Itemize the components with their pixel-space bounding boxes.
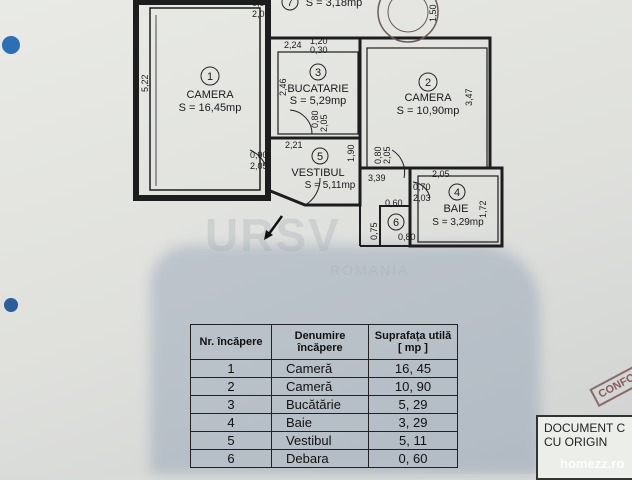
dimension-label: 1,90	[346, 144, 356, 162]
room-name-cell: Baie	[271, 413, 369, 432]
room-number-cell: 4	[190, 413, 272, 432]
room-number: 7	[287, 0, 293, 9]
dimension-label: 0,30	[310, 45, 328, 55]
room-area: S = 3,18mp	[306, 0, 363, 9]
header-room-number: Nr. încăpere	[190, 324, 272, 360]
table-row: 1 Cameră 16, 45	[190, 359, 458, 378]
stamp-line: CU ORIGIN	[544, 435, 608, 449]
dimension-label: 0,60	[385, 198, 403, 208]
room-area-table: Nr. încăpere Denumire încăpere Suprafața…	[190, 324, 458, 468]
room-area-cell: 10, 90	[368, 377, 458, 396]
room-area: S = 5,29mp	[290, 95, 347, 107]
room-name-cell: Cameră	[271, 377, 369, 396]
dimension-label: 3,47	[464, 88, 474, 106]
table-row: 5 Vestibul 5, 11	[190, 431, 458, 450]
document-stamp: DOCUMENT C CU ORIGIN	[536, 415, 632, 480]
dimension-label: 2,05	[432, 169, 450, 179]
dimension-label: 1,72	[478, 200, 488, 218]
room-number: 5	[317, 151, 323, 163]
room-name-cell: Cameră	[271, 359, 369, 378]
punch-hole	[4, 298, 18, 312]
dimension-label: 2,05	[252, 9, 270, 19]
dimension-label: 0,75	[369, 222, 379, 240]
room-area: S = 16,45mp	[179, 102, 242, 114]
room-number-cell: 1	[190, 359, 272, 378]
room-area-cell: 5, 29	[368, 395, 458, 414]
room-area: S = 3,29mp	[432, 217, 484, 228]
dimension-label: 2,05	[382, 146, 392, 164]
dimension-label: 0,90	[252, 0, 270, 8]
room-area: S = 5,11mp	[305, 180, 356, 191]
room-name-cell: Bucătărie	[271, 395, 369, 414]
table-row: 3 Bucătărie 5, 29	[190, 395, 458, 414]
room-number: 6	[393, 217, 399, 229]
room-number: 4	[454, 187, 460, 199]
dimension-label: 2,21	[285, 140, 303, 150]
room-name: BUCATARIE	[287, 83, 348, 95]
room-name: CAMERA	[404, 92, 452, 104]
dimension-label: 2,03	[413, 193, 431, 203]
dimension-label: 2,46	[278, 78, 288, 96]
room-number-cell: 6	[190, 449, 272, 468]
dimension-label: 0,80	[310, 110, 320, 128]
room-area: S = 10,90mp	[397, 105, 460, 117]
brand-watermark-sub: ROMANIA	[330, 262, 410, 278]
dimension-label: 1,20	[310, 36, 328, 46]
room-number: 2	[425, 77, 431, 89]
dimension-label: 2,24	[284, 40, 302, 50]
stamp-line: DOCUMENT C	[544, 421, 626, 435]
entrance-arrow-icon	[264, 215, 284, 240]
room-area-cell: 3, 29	[368, 413, 458, 432]
dimension-label: 3,39	[368, 173, 386, 183]
room-number-cell: 5	[190, 431, 272, 450]
site-watermark: homezz.ro	[560, 456, 625, 471]
room-name: BAIE	[443, 203, 468, 215]
dimension-label: 0,90	[250, 150, 268, 160]
dimension-label: 2,05	[319, 114, 329, 132]
dimension-label: 5,22	[140, 74, 150, 92]
table-row: 2 Cameră 10, 90	[190, 377, 458, 396]
room-number: 3	[315, 67, 321, 79]
dimension-label: 0,80	[398, 232, 416, 242]
dimension-label: 1,50	[428, 4, 438, 22]
header-room-name: Denumire încăpere	[271, 324, 369, 360]
header-room-area: Suprafața utilă [ mp ]	[368, 324, 458, 360]
room-area-cell: 16, 45	[368, 359, 458, 378]
room-name-cell: Debara	[271, 449, 369, 468]
table-row: 6 Debara 0, 60	[190, 449, 458, 468]
dimension-label: 0,80	[373, 146, 383, 164]
room-area-cell: 5, 11	[368, 431, 458, 450]
table-row: 4 Baie 3, 29	[190, 413, 458, 432]
dimension-label: 0,70	[413, 182, 431, 192]
room-name-cell: Vestibul	[271, 431, 369, 450]
room-number-cell: 3	[190, 395, 272, 414]
room-number: 1	[207, 71, 213, 83]
room-name: VESTIBUL	[291, 167, 344, 179]
dimension-label: 2,05	[250, 161, 268, 171]
room-name: CAMERA	[186, 89, 234, 101]
punch-hole	[2, 36, 20, 54]
room-area-cell: 0, 60	[368, 449, 458, 468]
room-number-cell: 2	[190, 377, 272, 396]
